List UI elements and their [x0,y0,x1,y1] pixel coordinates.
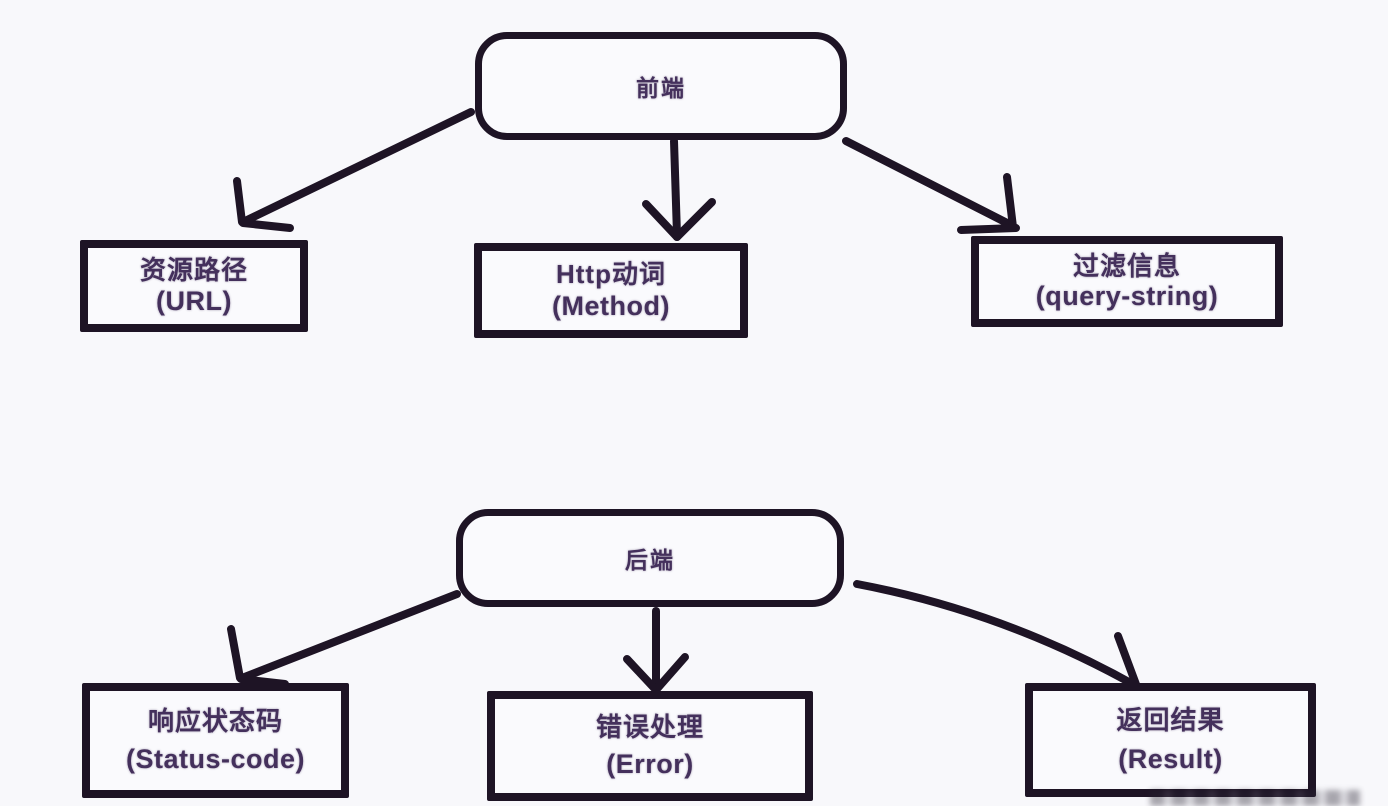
node-backend: 后端 [456,509,844,607]
node-resource-path-subtitle: (URL) [156,286,232,316]
node-frontend-label: 前端 [636,75,686,101]
node-resource-path: 资源路径 (URL) [80,240,308,332]
node-return-result-title: 返回结果 [1116,705,1225,736]
node-error-handling: 错误处理 (Error) [487,691,813,801]
node-resource-path-title: 资源路径 [139,255,248,285]
node-backend-label: 后端 [625,547,675,573]
node-query-string-subtitle: (query-string) [1035,281,1219,312]
node-http-method-title: Http动词 [556,259,666,289]
node-http-method-subtitle: (Method) [552,291,670,321]
arrow-backend-to-error-icon [623,607,689,694]
node-frontend: 前端 [475,32,847,140]
node-return-result-subtitle: (Result) [1118,743,1223,774]
watermark-smudge [1150,790,1360,806]
arrow-frontend-to-method-icon [642,137,716,241]
arrow-frontend-to-querystring-icon [842,137,1020,234]
node-status-code-title: 响应状态码 [147,705,283,736]
node-http-method: Http动词 (Method) [474,243,748,338]
node-status-code: 响应状态码 (Status-code) [82,683,349,798]
node-error-handling-subtitle: (Error) [606,749,694,779]
node-query-string-title: 过滤信息 [1072,250,1181,281]
node-return-result: 返回结果 (Result) [1025,683,1316,797]
node-status-code-subtitle: (Status-code) [125,744,305,775]
arrow-backend-to-result-icon [853,580,1144,698]
arrow-backend-to-statuscode-icon [227,590,461,688]
arrow-frontend-to-url-icon [233,108,475,232]
node-query-string: 过滤信息 (query-string) [971,236,1283,327]
node-error-handling-title: 错误处理 [595,712,704,742]
